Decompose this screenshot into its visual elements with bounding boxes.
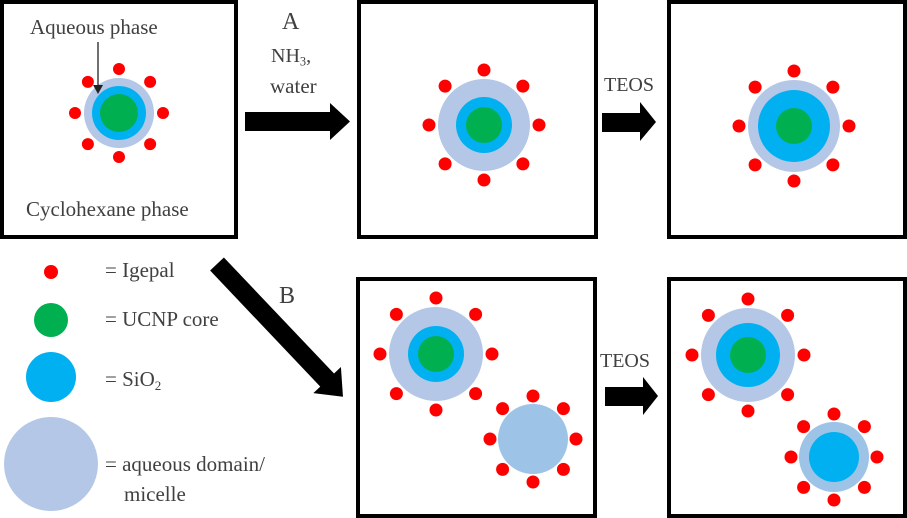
particle-b2-silica-only-igepal-dot [870, 450, 884, 464]
arrow-b-icon [210, 257, 343, 397]
particle-initial-ucnp-core [100, 94, 138, 132]
arrow-a-icon [245, 103, 350, 140]
particle-initial-igepal-dot [81, 138, 94, 151]
aqueous-phase-label: Aqueous phase [30, 15, 158, 39]
route-a-reagent-water: water [270, 74, 317, 98]
particle-a2-igepal-dot [748, 80, 762, 94]
legend-sio2-symbol [26, 352, 76, 402]
particle-b1-coated-igepal-dot [469, 307, 483, 321]
particle-b2-silica-only-igepal-dot [797, 480, 811, 494]
particle-b1-empty-micelle-igepal-dot [556, 402, 570, 416]
particle-b2-silica-only-igepal-dot [857, 420, 871, 434]
particle-a1-igepal-dot [516, 79, 530, 93]
cyclohexane-phase-label: Cyclohexane phase [26, 197, 189, 221]
particle-a1-igepal-dot [477, 63, 491, 77]
pointer-arrowhead-icon [93, 85, 103, 94]
arrow-teos-top-icon [602, 102, 656, 141]
particle-b2-silica-only-igepal-dot [784, 450, 798, 464]
particle-b2-coated-igepal-dot [701, 308, 715, 322]
particle-a2-igepal-dot [787, 174, 801, 188]
sio2-main: = SiO [105, 367, 155, 391]
particle-a1-igepal-dot [516, 157, 530, 171]
particle-b2-coated-igepal-dot [685, 348, 699, 362]
particle-b2-coated-ucnp-core [730, 337, 766, 373]
legend-ucnp-symbol [34, 303, 68, 337]
teos-bottom-label: TEOS [600, 350, 650, 372]
legend-micelle-label-line2: micelle [124, 482, 186, 506]
particle-b2-silica-only-igepal-dot [827, 493, 841, 507]
particle-a1-igepal-dot [438, 157, 452, 171]
particle-b1-coated-igepal-dot [469, 387, 483, 401]
particle-b1-empty-micelle-igepal-dot [483, 432, 497, 446]
nh3-main: NH [271, 45, 300, 67]
arrow-teos-bottom-icon [605, 377, 658, 415]
particle-initial-igepal-dot [113, 151, 125, 163]
legend-igepal-symbol [44, 265, 58, 279]
sio2-subscript: 2 [154, 377, 162, 393]
particle-b1-coated-igepal-dot [389, 387, 403, 401]
particle-b2-silica-only-igepal-dot [827, 407, 841, 421]
particle-a2-igepal-dot [826, 158, 840, 172]
particle-b1-empty-micelle-igepal-dot [526, 475, 540, 489]
particle-b2-coated-igepal-dot [741, 292, 755, 306]
particle-b1-coated-igepal-dot [485, 347, 499, 361]
particle-b1-coated-ucnp-core [418, 336, 454, 372]
particle-b2-coated-igepal-dot [741, 404, 755, 418]
particle-a2-igepal-dot [826, 80, 840, 94]
nh3-subscript: 3 [299, 54, 307, 69]
particle-b1-empty-micelle-igepal-dot [496, 402, 510, 416]
particle-a1-igepal-dot [477, 173, 491, 187]
particle-b1-empty-micelle-igepal-dot [569, 432, 583, 446]
particle-a1-igepal-dot [532, 118, 546, 132]
route-a-letter: A [282, 9, 300, 35]
particles-layer [4, 63, 884, 511]
particle-initial-igepal-dot [144, 75, 157, 88]
legend-micelle-label-line1: = aqueous domain/ [105, 452, 265, 476]
legend-micelle-symbol [4, 417, 98, 511]
particle-initial-igepal-dot [81, 75, 94, 88]
aqueous-phase-pointer [93, 42, 103, 94]
particle-a1-igepal-dot [422, 118, 436, 132]
legend-igepal-label: = Igepal [105, 258, 175, 282]
particle-b2-silica-only-sio2-shell [809, 432, 859, 482]
particle-a1-ucnp-core [466, 107, 502, 143]
particle-b2-coated-igepal-dot [781, 308, 795, 322]
particle-b2-coated-igepal-dot [781, 388, 795, 402]
particle-b2-silica-only-igepal-dot [797, 420, 811, 434]
particle-b1-coated-igepal-dot [429, 403, 443, 417]
legend-sio2-label: = SiO2 [105, 367, 162, 393]
particle-b1-empty-micelle-igepal-dot [496, 462, 510, 476]
route-a-reagent-nh3: NH3, [271, 45, 312, 69]
particle-initial-igepal-dot [69, 107, 81, 119]
particle-b1-coated-igepal-dot [429, 291, 443, 305]
particle-initial-igepal-dot [144, 138, 157, 151]
nh3-comma: , [306, 45, 312, 67]
particle-b1-coated-igepal-dot [389, 307, 403, 321]
particle-initial-igepal-dot [157, 107, 169, 119]
particle-b1-empty-micelle-igepal-dot [556, 462, 570, 476]
particle-b1-coated-igepal-dot [373, 347, 387, 361]
particle-a2-igepal-dot [748, 158, 762, 172]
particle-b2-coated-igepal-dot [701, 388, 715, 402]
teos-top-label: TEOS [604, 74, 654, 96]
route-b-letter: B [279, 283, 296, 309]
particle-b2-coated-igepal-dot [797, 348, 811, 362]
particle-a2-igepal-dot [842, 119, 856, 133]
legend-ucnp-label: = UCNP core [105, 307, 219, 331]
particle-a2-ucnp-core [776, 108, 812, 144]
particle-a1-igepal-dot [438, 79, 452, 93]
particle-initial-igepal-dot [113, 63, 125, 75]
particle-a2-igepal-dot [732, 119, 746, 133]
particle-a2-igepal-dot [787, 64, 801, 78]
particle-b1-empty-micelle-igepal-dot [526, 389, 540, 403]
particle-b1-empty-micelle-aqueous-shell [498, 404, 568, 474]
particle-b2-silica-only-igepal-dot [857, 480, 871, 494]
